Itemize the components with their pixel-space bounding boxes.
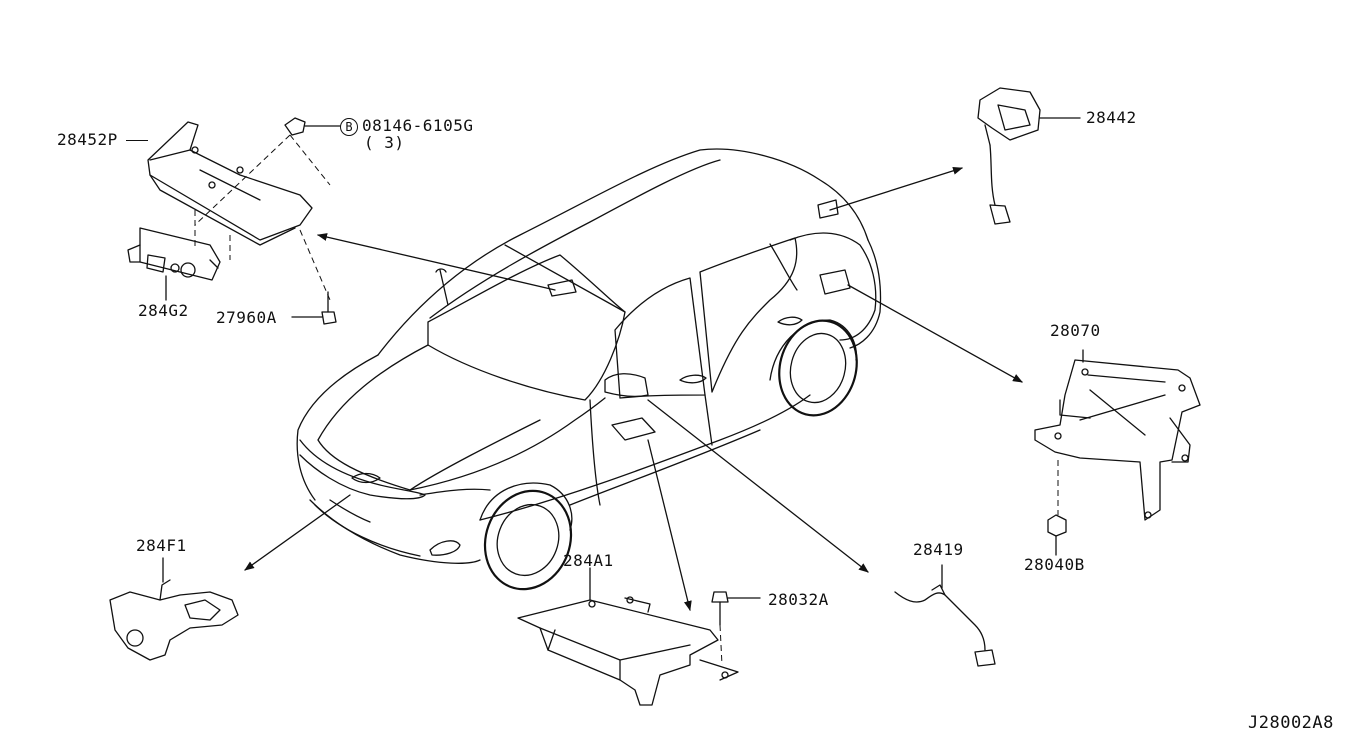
part-label-28442: 28442 bbox=[1086, 108, 1137, 127]
part-label-284a1: 284A1 bbox=[563, 551, 614, 570]
part-label-bolt-code: 08146-6105G bbox=[362, 116, 474, 135]
label-leader bbox=[126, 140, 148, 141]
part-label-284f1: 284F1 bbox=[136, 536, 187, 555]
part-label-28452p: 28452P bbox=[57, 130, 118, 149]
sensor-28419 bbox=[894, 564, 996, 667]
sensor-284f1 bbox=[109, 557, 239, 661]
part-label-284g2: 284G2 bbox=[138, 301, 189, 320]
module-284g2 bbox=[127, 227, 221, 301]
part-label-28032a: 28032A bbox=[768, 590, 829, 609]
bracket-28070 bbox=[1034, 349, 1201, 521]
bolt-08146 bbox=[284, 117, 341, 136]
leader-arrows bbox=[244, 166, 1023, 611]
part-label-28070: 28070 bbox=[1050, 321, 1101, 340]
bolt-28032a bbox=[711, 591, 761, 666]
bolt-27960a bbox=[291, 291, 337, 325]
part-label-28419: 28419 bbox=[913, 540, 964, 559]
dashed-guides bbox=[194, 134, 331, 301]
part-label-27960a: 27960A bbox=[216, 308, 277, 327]
module-284a1 bbox=[517, 567, 739, 706]
bolt-b-mark: B bbox=[340, 118, 358, 136]
sensor-28442 bbox=[977, 87, 1081, 225]
part-label-bolt-qty: ( 3) bbox=[364, 133, 405, 152]
bracket-28452p bbox=[147, 121, 313, 246]
nut-28040b bbox=[1047, 514, 1067, 556]
vehicle-outline bbox=[296, 148, 882, 591]
diagram-id: J28002A8 bbox=[1248, 713, 1334, 733]
part-label-28040b: 28040B bbox=[1024, 555, 1085, 574]
